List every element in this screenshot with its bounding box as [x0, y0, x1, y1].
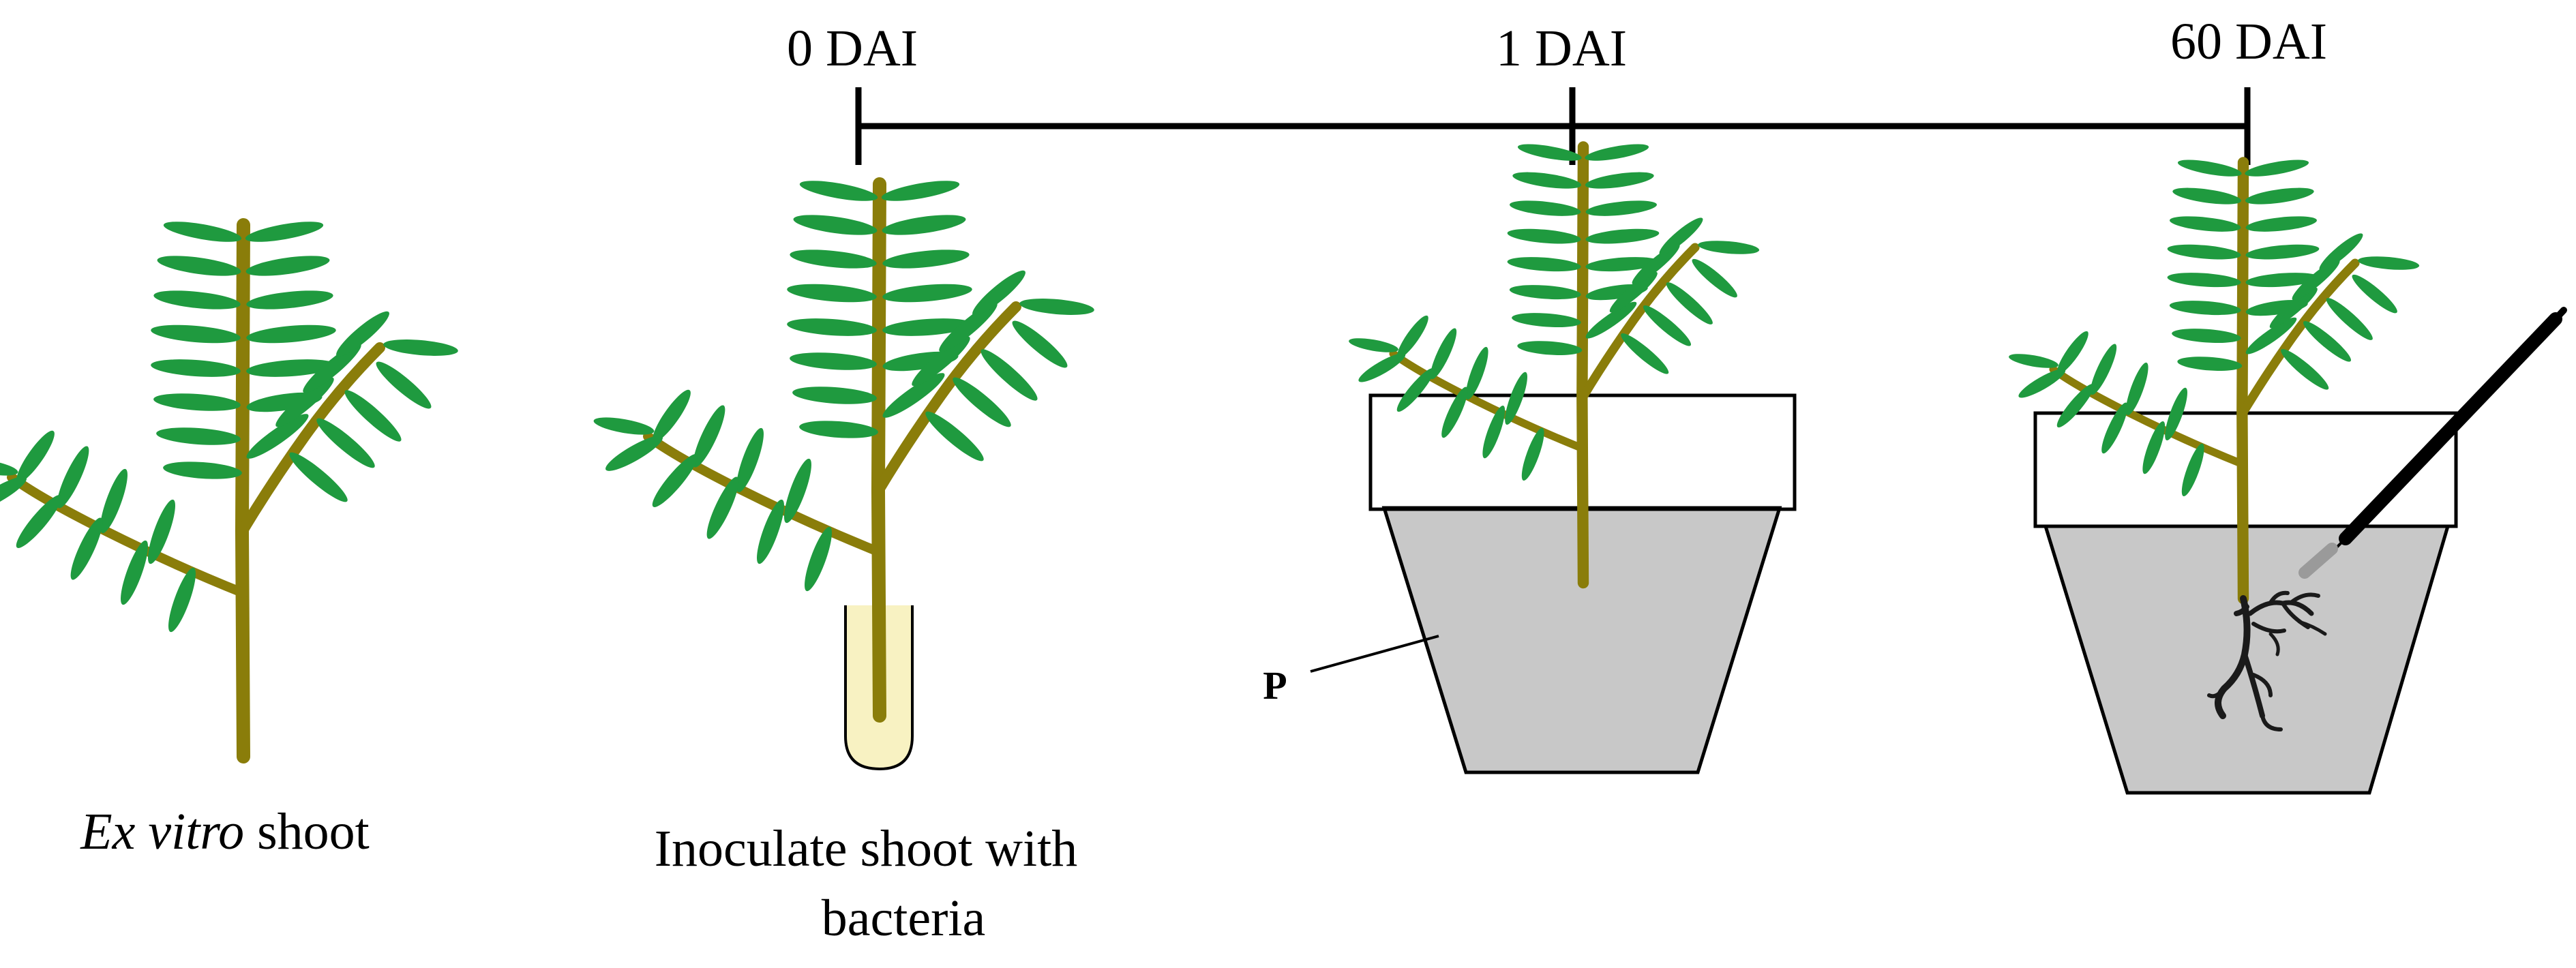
caption-ex-vitro-italic: Ex vitro — [80, 803, 244, 860]
timeline-label-1dai: 1 DAI — [1496, 20, 1627, 77]
roots-icon — [2207, 590, 2327, 731]
marker-pen-icon — [2298, 307, 2567, 579]
pot-pointer-line — [1310, 635, 1439, 673]
plant-shoot-icon — [0, 217, 459, 757]
timeline: 0 DAI 1 DAI 60 DAI — [787, 13, 2327, 165]
caption-inoculate-line2: bacteria — [822, 890, 985, 947]
caption-ex-vitro-shoot: Ex vitro shoot — [80, 803, 370, 860]
pot-label-p: P — [1263, 663, 1287, 708]
caption-inoculate-line1: Inoculate shoot with — [655, 820, 1078, 877]
timeline-label-60dai: 60 DAI — [2170, 13, 2327, 70]
timeline-label-0dai: 0 DAI — [787, 20, 918, 77]
inoculated-shoot-icon — [593, 177, 1095, 716]
caption-shoot-word: shoot — [244, 803, 370, 860]
